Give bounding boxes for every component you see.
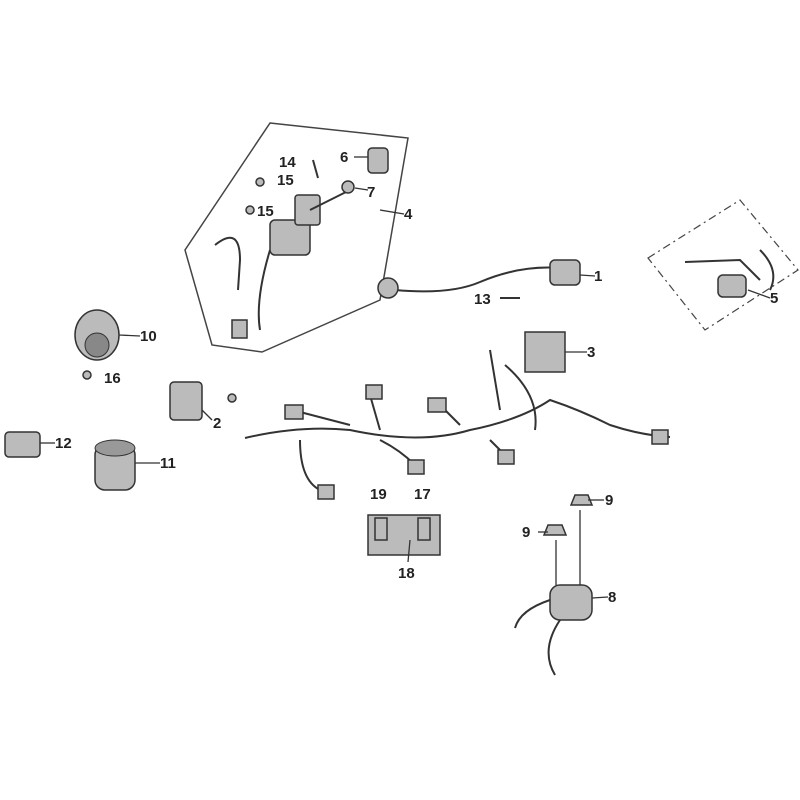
callout-9a: 9 bbox=[605, 492, 614, 509]
callout-12: 12 bbox=[55, 435, 72, 452]
callout-15a: 15 bbox=[277, 172, 294, 189]
callout-14: 14 bbox=[279, 154, 296, 171]
callout-3: 3 bbox=[587, 344, 596, 361]
part-5-fuel-pump bbox=[684, 249, 775, 298]
callout-5: 5 bbox=[770, 290, 779, 307]
callout-15b: 15 bbox=[257, 203, 274, 220]
part-18-bracket bbox=[367, 514, 441, 556]
ignition-lock-assembly bbox=[214, 147, 389, 339]
leader-lines bbox=[40, 156, 771, 599]
part-1-cable bbox=[377, 259, 581, 299]
callout-10: 10 bbox=[140, 328, 157, 345]
part-11-flasher bbox=[94, 439, 136, 491]
callout-6: 6 bbox=[340, 149, 349, 166]
callout-19: 19 bbox=[370, 486, 387, 503]
callout-7: 7 bbox=[367, 184, 376, 201]
part-3-cdi bbox=[524, 331, 566, 373]
callout-9b: 9 bbox=[522, 524, 531, 541]
callout-18: 18 bbox=[398, 565, 415, 582]
callout-1: 1 bbox=[594, 268, 603, 285]
callout-17: 17 bbox=[414, 486, 431, 503]
part-8-starter-relay bbox=[514, 494, 594, 676]
assembly-5-boundary bbox=[647, 199, 799, 331]
part-2-relay bbox=[169, 381, 237, 421]
main-wiring-harness bbox=[244, 349, 671, 500]
part-10-horn bbox=[74, 309, 120, 380]
callout-11: 11 bbox=[160, 455, 176, 472]
part-12-connector bbox=[4, 431, 41, 458]
callout-8: 8 bbox=[608, 589, 617, 606]
assembly-4-boundary bbox=[184, 122, 409, 353]
callout-2: 2 bbox=[213, 415, 222, 432]
callout-16: 16 bbox=[104, 370, 121, 387]
callout-13: 13 bbox=[474, 291, 491, 308]
callout-4: 4 bbox=[404, 206, 413, 223]
